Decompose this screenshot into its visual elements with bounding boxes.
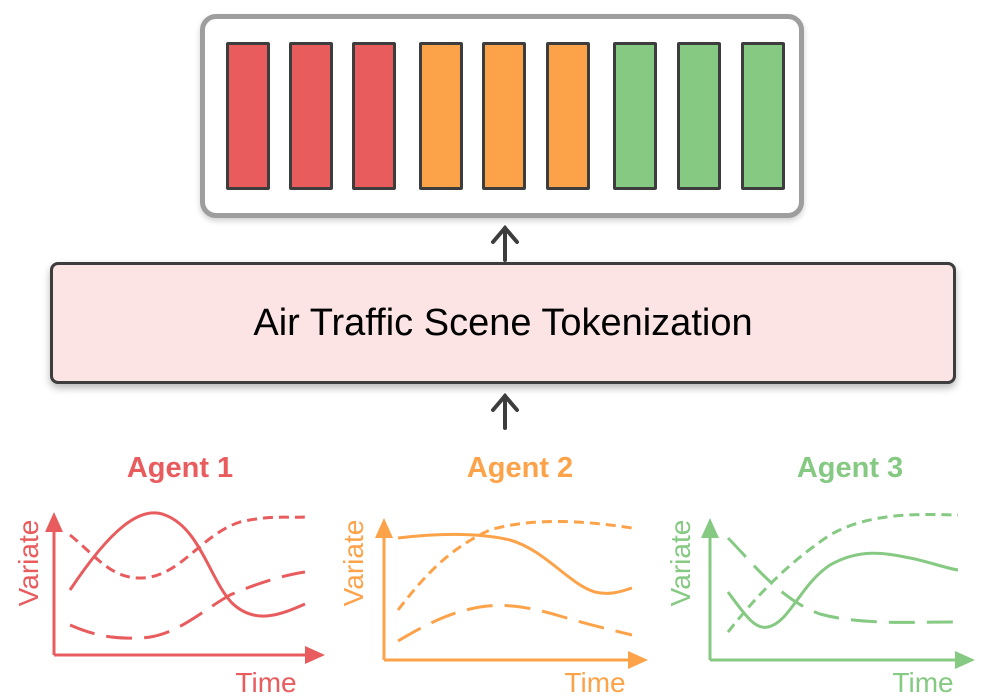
arrow-up-bottom-icon	[491, 392, 519, 430]
agent-3-series-dashed	[726, 536, 959, 624]
agent-1-ylabel: Variate	[13, 520, 44, 607]
tokenizer-block: Air Traffic Scene Tokenization	[50, 262, 956, 384]
agent-1-xlabel: Time	[235, 667, 296, 698]
agent-1-plot	[45, 511, 325, 664]
agent-2-series-dashed	[397, 603, 633, 643]
token-block	[289, 42, 333, 190]
token-block	[226, 42, 270, 190]
agent-2-series-solid	[397, 532, 633, 595]
token-block	[482, 42, 526, 190]
agent-3-series-solid	[726, 551, 959, 629]
agent-2-title: Agent 2	[466, 452, 574, 484]
token-block	[419, 42, 463, 190]
agent-3-plot	[701, 512, 975, 669]
arrow-up-top-icon	[491, 224, 519, 262]
agent-2-ylabel: Variate	[338, 520, 369, 607]
agent-1-title: Agent 1	[126, 452, 234, 484]
agent-2-plot	[375, 518, 648, 669]
agent-2-xlabel: Time	[564, 667, 625, 698]
agent-1-series-dotted	[69, 515, 306, 580]
token-block	[613, 42, 657, 190]
agent-3-title: Agent 3	[796, 452, 904, 484]
agent-3-axes	[701, 518, 975, 669]
token-block	[741, 42, 785, 190]
agent-3-xlabel: Time	[892, 667, 953, 698]
tokenizer-label: Air Traffic Scene Tokenization	[253, 301, 753, 344]
agent-3-ylabel: Variate	[665, 520, 696, 607]
token-block	[546, 42, 590, 190]
agent-2-series-dotted	[396, 520, 633, 611]
agent-1-series-dashed	[69, 570, 306, 640]
agent-2-axes	[375, 518, 648, 669]
agent-3-series-dotted	[726, 512, 959, 633]
agent-1-series-solid	[68, 511, 306, 618]
token-block	[677, 42, 721, 190]
agent-1-axes	[45, 512, 325, 664]
token-block	[352, 42, 396, 190]
